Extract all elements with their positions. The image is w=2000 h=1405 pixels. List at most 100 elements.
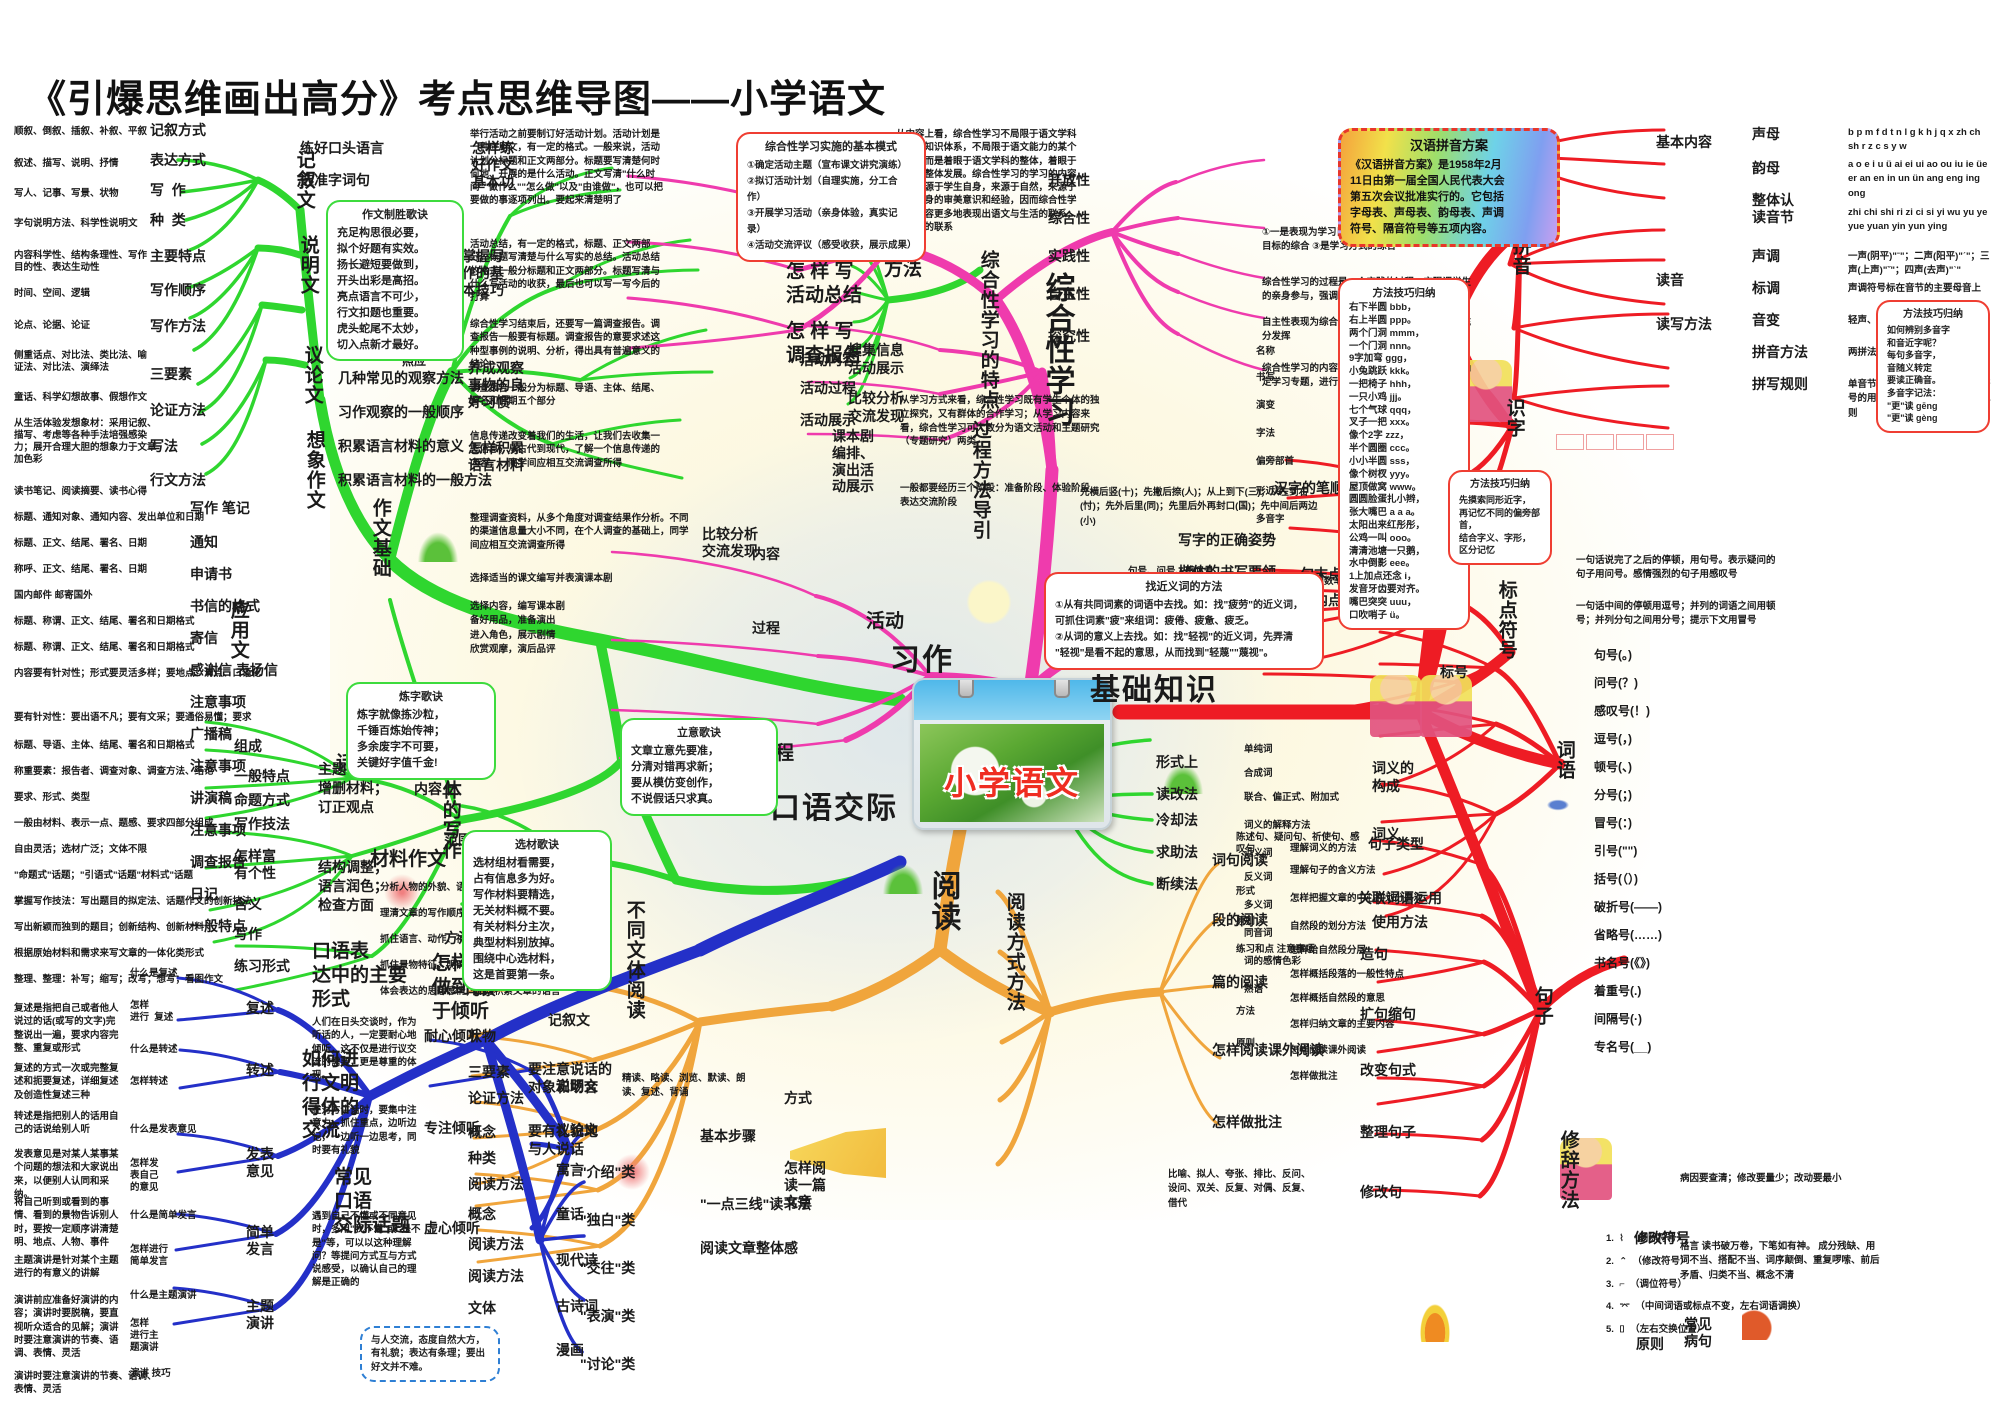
- node-neirong-shang[interactable]: 内容上: [414, 781, 456, 797]
- node-yanjiang-jiqiao[interactable]: 演讲 技巧: [130, 1368, 171, 1379]
- node-yilunwen[interactable]: 议论文: [301, 345, 323, 405]
- node-zenyang-fushu[interactable]: 怎样进行 复述: [130, 1000, 174, 1023]
- node-yuanze2[interactable]: 原则: [1236, 1038, 1256, 1049]
- node-manhua[interactable]: 漫画: [556, 1342, 584, 1358]
- node-ciyi-goucheng[interactable]: 词义的构成: [1372, 760, 1414, 794]
- node-fangfa-juzi[interactable]: 方法: [1236, 1006, 1256, 1017]
- node-mingti-fangshi[interactable]: 命题方式: [234, 792, 290, 808]
- node-zongheixng[interactable]: 综合性: [1048, 210, 1090, 226]
- node-guanlian-ciyu[interactable]: 关联词语运用: [1358, 890, 1442, 906]
- node-jiange-label[interactable]: 间隔号(·): [1594, 1012, 1642, 1026]
- node-xiezuo-biji[interactable]: 写作 笔记: [190, 500, 250, 516]
- node-lianhe[interactable]: 联合、偏正式、附加式: [1244, 792, 1340, 803]
- node-biaodiao[interactable]: 标调: [1752, 280, 1780, 296]
- node-zizhuxing[interactable]: 自主性: [1048, 286, 1090, 302]
- node-zhuti-yanjiang[interactable]: 主题演讲: [246, 1298, 274, 1331]
- node-wenming-jiaoliu[interactable]: 如何进行文明得体的交流: [302, 1049, 360, 1142]
- node-ciyi-jieshi[interactable]: 词义的解释方法: [1244, 820, 1311, 831]
- node-taolun-lei[interactable]: "讨论"类: [580, 1356, 636, 1372]
- node-limao-shuohua[interactable]: 要有礼貌地与人说话: [528, 1123, 598, 1158]
- node-shenglvehao-label[interactable]: 省略号(……): [1594, 928, 1662, 942]
- node-changjian-bingju[interactable]: 常见病句: [1684, 1316, 1712, 1349]
- node-tonghua[interactable]: 童话: [556, 1206, 584, 1222]
- node-shuomingwen[interactable]: 说明文: [297, 235, 319, 295]
- node-zenyang-zhuanshu[interactable]: 怎样转述: [130, 1076, 169, 1087]
- node-fenhao-label[interactable]: 分号(；): [1594, 788, 1632, 802]
- node-pian-yuedu[interactable]: 篇的阅读: [1212, 974, 1268, 990]
- node-shuxin-geshi[interactable]: 书信的格式: [190, 598, 260, 614]
- node-ganxiexin[interactable]: 感谢信 表扬信: [190, 662, 278, 678]
- node-yunmu[interactable]: 韵母: [1752, 160, 1780, 176]
- node-huodong-zhanshi[interactable]: 活动展示: [800, 412, 856, 428]
- node-shuomingwen-yuedu[interactable]: 说明文: [556, 1078, 598, 1094]
- node-ciju-yuedu[interactable]: 词句阅读: [1212, 852, 1268, 868]
- node-xiugai-ju[interactable]: 修改句: [1360, 1184, 1402, 1200]
- node-yuanze[interactable]: 原则: [1236, 916, 1256, 927]
- node-fangfa-yuedu[interactable]: 怎样阅读一篇文章: [784, 1160, 826, 1210]
- node-shijianxing[interactable]: 实践性: [1048, 248, 1090, 264]
- node-lianxi-xingshi[interactable]: 练习形式: [234, 958, 290, 974]
- node-pinxie-guize[interactable]: 拼写规则: [1752, 376, 1808, 392]
- node-xiugai-fuhao[interactable]: 修改符号: [1634, 1230, 1690, 1246]
- node-yuanze3[interactable]: 原则: [1636, 1336, 1664, 1352]
- node-xingshi-shang[interactable]: 形式上: [1156, 754, 1198, 770]
- node-yingyongwen[interactable]: 应用文: [227, 600, 249, 660]
- node-biaohao[interactable]: 标号: [1440, 664, 1468, 680]
- node-hanzi-bishun[interactable]: 汉字的笔顺: [1274, 480, 1344, 496]
- node-xuxin-qingting[interactable]: 虚心倾听: [424, 1220, 480, 1236]
- node-zhonglei-yuedu[interactable]: 种类: [468, 1150, 496, 1166]
- node-duoyinzi[interactable]: 多音字: [1256, 514, 1285, 525]
- node-biaoyan-lei[interactable]: "表演"类: [580, 1308, 636, 1324]
- node-xiezuo-shunxu[interactable]: 写作顺序: [150, 282, 206, 298]
- node-zhongdian-label[interactable]: 着重号(.): [1594, 984, 1642, 998]
- node-tanjiuxing[interactable]: 探究性: [1048, 328, 1090, 344]
- node-kouyu-biaoda[interactable]: 口语表达中的主要形式: [312, 941, 408, 1010]
- node-bijiao-fenxi[interactable]: 比较分析交流发现: [848, 390, 904, 424]
- node-huodong-neirong2[interactable]: 活动内容: [800, 352, 856, 368]
- node-yuedu-fangfa1[interactable]: 阅读方法: [468, 1176, 524, 1192]
- node-duoyici[interactable]: 多义词: [1244, 900, 1273, 911]
- node-guocheng2[interactable]: 过程: [752, 620, 780, 636]
- node-zhengli-juzi[interactable]: 整理句子: [1360, 1124, 1416, 1140]
- node-guangbogao[interactable]: 广播稿: [190, 726, 232, 742]
- node-xingwen-fangfa[interactable]: 行文方法: [150, 472, 206, 488]
- node-dunhao-label[interactable]: 顿号(、): [1594, 760, 1632, 774]
- node-zenyang-diaocha-baogao[interactable]: 怎 样 写调查报告: [786, 321, 863, 366]
- node-shenme-fushu[interactable]: 什么是复述: [130, 968, 178, 979]
- node-butong-wenti-yuedu[interactable]: 不同文体阅读: [623, 900, 645, 1020]
- node-biaodian-fuhao[interactable]: 标点符号: [1495, 580, 1517, 660]
- node-juhao-label[interactable]: 句号(。): [1594, 648, 1632, 662]
- node-neirong[interactable]: 内容: [752, 546, 780, 562]
- node-biaoda-fangshi[interactable]: 表达方式: [150, 152, 206, 168]
- node-shumingh-label[interactable]: 书名号(《》): [1594, 956, 1650, 970]
- node-xiefa[interactable]: 写法: [150, 438, 178, 454]
- node-jixu-fangshi[interactable]: 记叙方式: [150, 122, 206, 138]
- node-yinhao-label[interactable]: 引号(""): [1594, 844, 1638, 858]
- node-yanbian[interactable]: 演变: [1256, 400, 1276, 411]
- node-pianpang[interactable]: 偏旁部首: [1256, 456, 1295, 467]
- node-xingshi[interactable]: 形式: [1236, 886, 1256, 897]
- branch-kouyu-jiaoji[interactable]: 口语交际: [770, 792, 898, 825]
- node-zhuyi-shixiang3[interactable]: 注意事项: [190, 822, 246, 838]
- node-shenme-zhuti[interactable]: 什么是主题演讲: [130, 1290, 197, 1301]
- node-fabiao-yijian[interactable]: 发表意见: [246, 1146, 274, 1179]
- node-dubai-lei[interactable]: "独白"类: [580, 1212, 636, 1228]
- node-xiezuo2[interactable]: 写作: [234, 926, 262, 942]
- node-zhengti-rendu[interactable]: 整体认读音节: [1752, 192, 1794, 225]
- node-jieshao-lei[interactable]: "介绍"类: [580, 1164, 636, 1180]
- node-fangfa[interactable]: 方法: [884, 259, 923, 280]
- branch-yuedu[interactable]: 阅读: [926, 870, 960, 932]
- node-xiangxiang-zuowen[interactable]: 想象作文: [303, 430, 325, 510]
- node-ciyu[interactable]: 词语: [1553, 740, 1575, 780]
- node-kuoju-suoju[interactable]: 扩句缩句: [1360, 1006, 1416, 1022]
- node-fangshi-yuedu[interactable]: 方式: [784, 1090, 812, 1106]
- node-gaibian-jushi[interactable]: 改变句式: [1360, 1062, 1416, 1078]
- node-yiban-tedian[interactable]: 一般特点: [190, 918, 246, 934]
- node-yuyan[interactable]: 寓言: [556, 1162, 584, 1178]
- node-jinyici[interactable]: 近义词: [1244, 848, 1273, 859]
- node-xiuci-fangfa[interactable]: 修辞方法: [1557, 1130, 1579, 1210]
- node-tongyinci[interactable]: 同音词: [1244, 928, 1273, 939]
- node-zuowen-jichu[interactable]: 作文基础: [369, 498, 391, 578]
- node-zenyang-fabiao[interactable]: 怎样发表自己的意见: [130, 1158, 159, 1193]
- node-kaifangxing[interactable]: 开放性: [1048, 172, 1090, 188]
